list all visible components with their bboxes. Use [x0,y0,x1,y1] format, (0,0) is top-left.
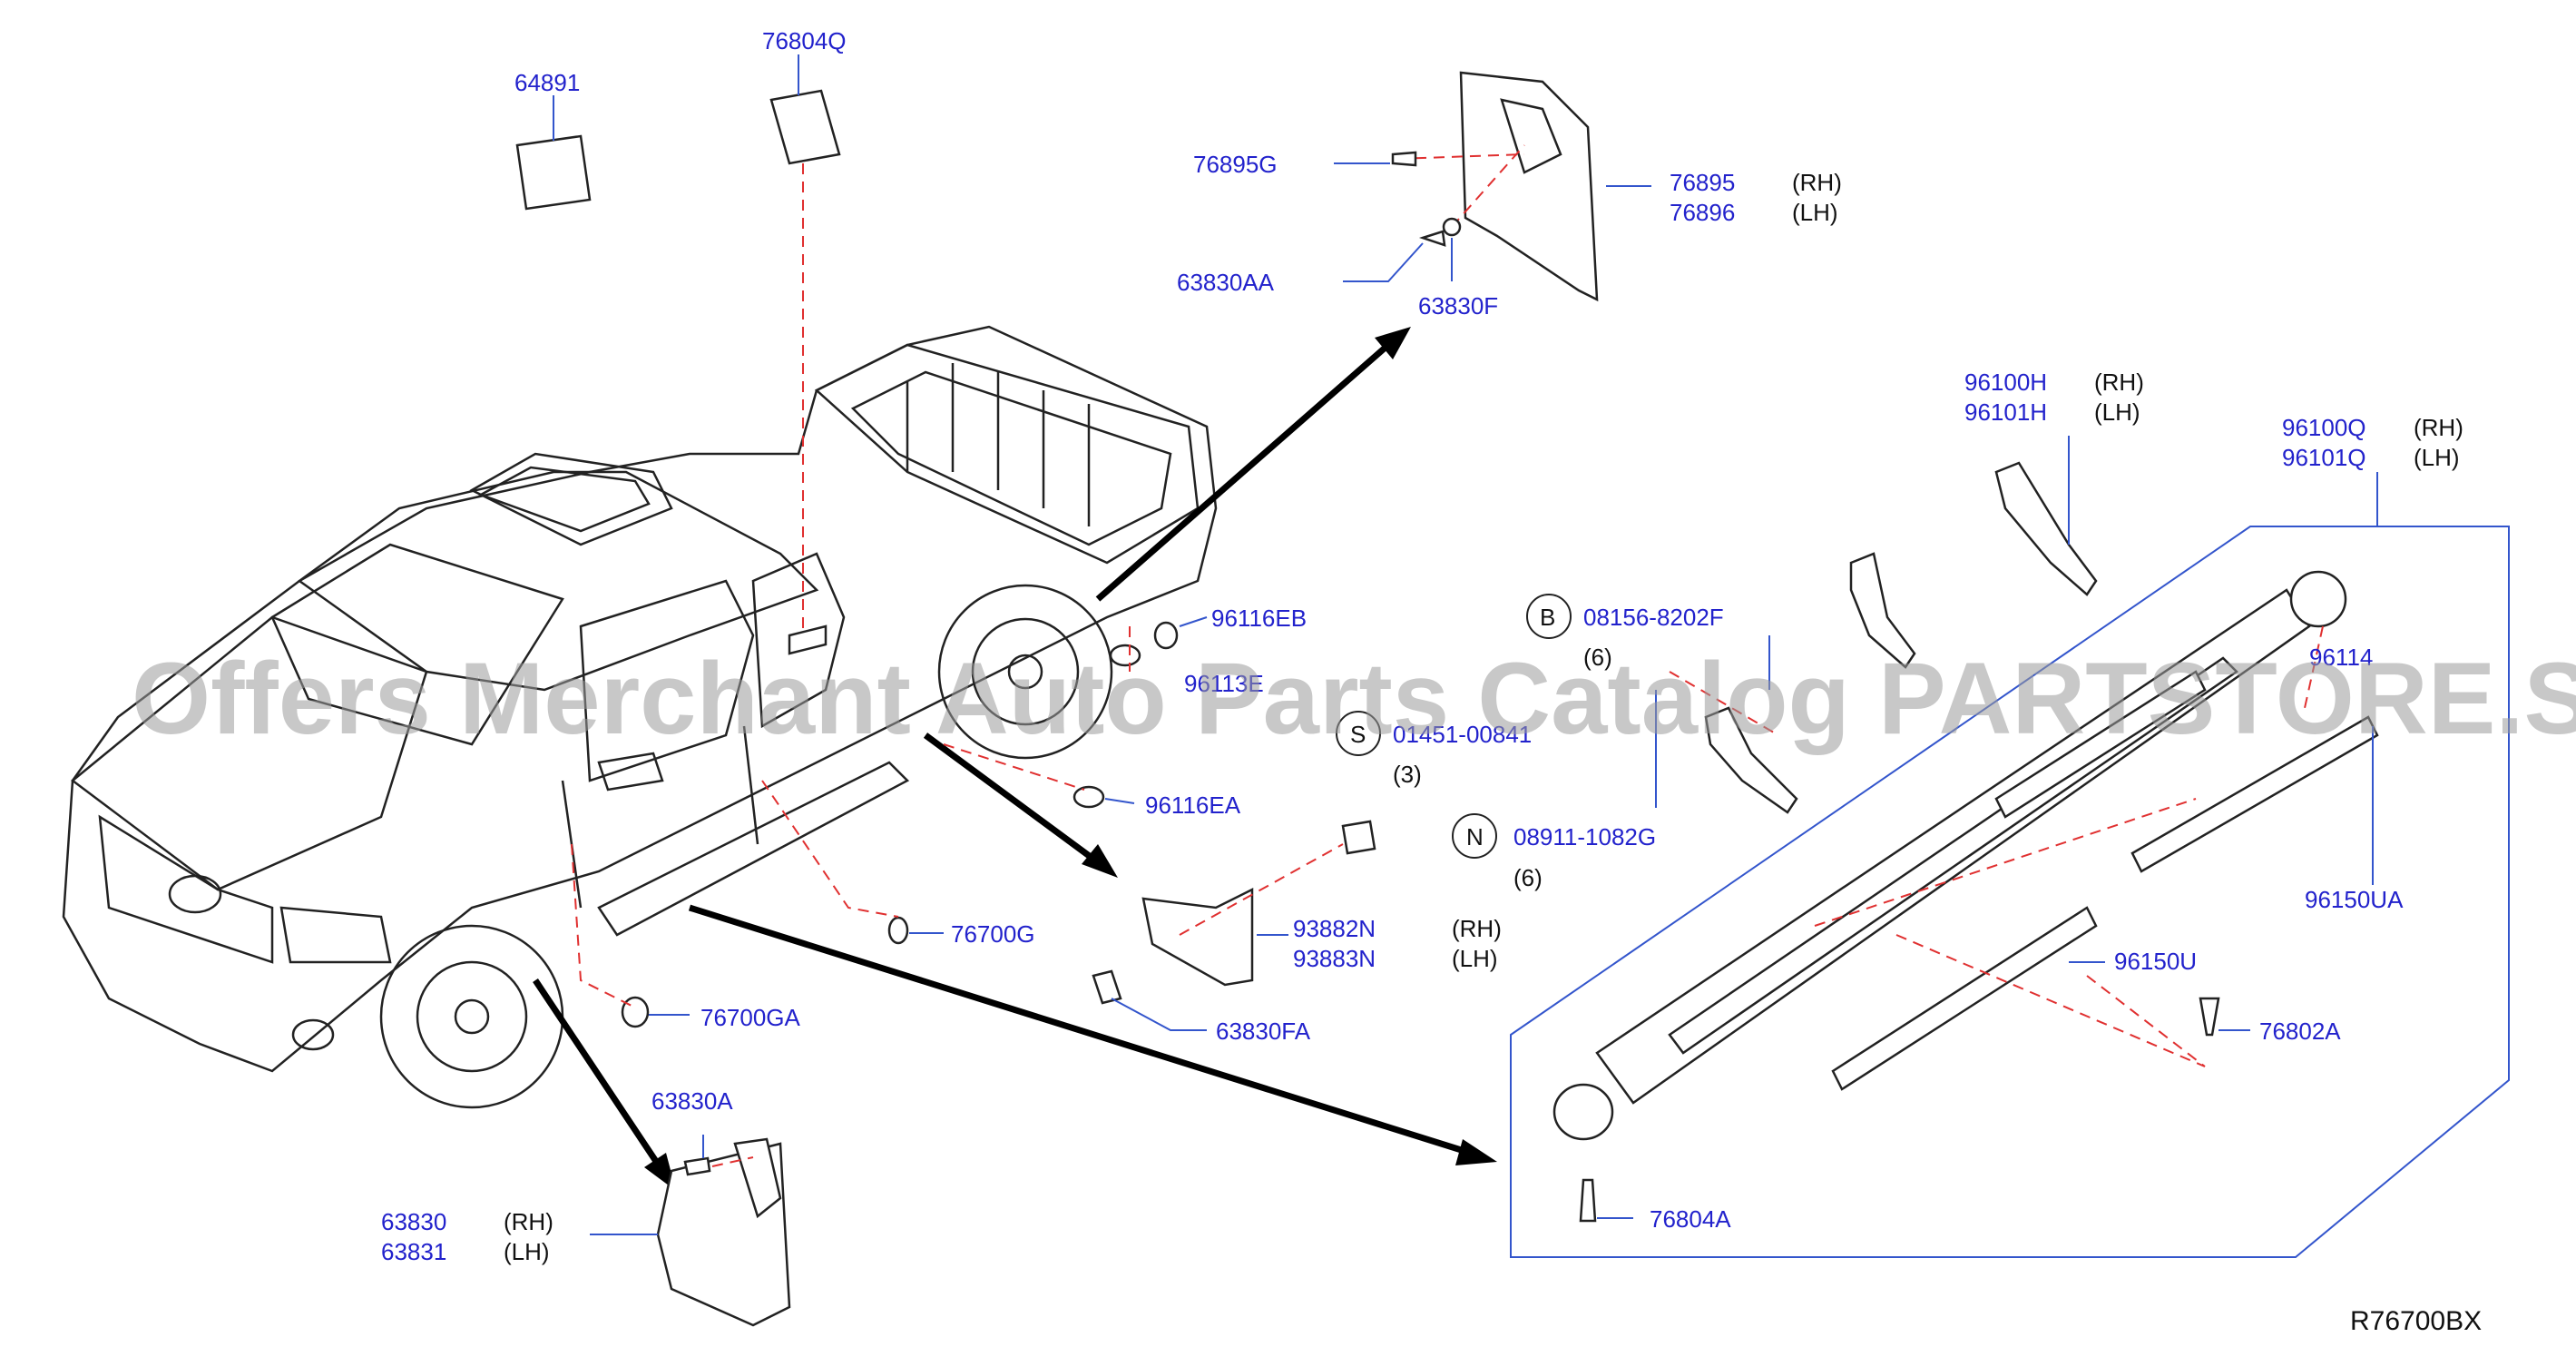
symbol-n-letter: N [1466,823,1484,850]
label-76804a: 76804A [1650,1205,1731,1233]
label-96116eb: 96116EB [1211,605,1307,632]
label-76804q: 76804Q [762,27,847,54]
running-board-box [1510,472,2510,1258]
label-76895g: 76895G [1193,151,1278,178]
side-63830: (RH) [504,1208,553,1235]
symbol-b [1526,594,1572,639]
label-63830aa: 63830AA [1177,269,1275,296]
label-96101h: 96101H [1964,398,2047,426]
side-96101q: (LH) [2414,444,2460,471]
label-96100h: 96100H [1964,369,2047,396]
label-63830f: 63830F [1418,292,1498,320]
label-93883n: 93883N [1293,945,1376,972]
label-96100q: 96100Q [2282,414,2366,441]
part-bracket-a [1849,552,1916,669]
symbol-n [1452,813,1497,859]
label-96150ua: 96150UA [2305,886,2404,913]
label-96114: 96114 [2309,644,2373,671]
label-01451: 01451-00841 [1393,721,1532,748]
label-96150u: 96150U [2114,948,2197,975]
label-63830fa: 63830FA [1216,1018,1311,1045]
part-96116eb [1109,616,1208,672]
watermark: Offers Merchant Auto Parts Catalog PARTS… [132,642,2576,755]
side-63831: (LH) [504,1238,550,1265]
label-96116ea: 96116EA [1145,791,1241,819]
label-76802a: 76802A [2259,1018,2341,1045]
qty-08911: (6) [1513,864,1543,891]
label-08156: 08156-8202F [1583,604,1724,631]
side-96100q: (RH) [2414,414,2463,441]
part-bracket-b [1655,635,1798,814]
qty-08156: (6) [1583,644,1612,671]
part-mudflap-63830 [590,1135,791,1327]
side-76895: (RH) [1792,169,1842,196]
label-63830: 63830 [381,1208,446,1235]
label-63830a: 63830A [651,1087,733,1115]
symbol-s [1336,711,1381,756]
side-96100h: (RH) [2094,369,2144,396]
part-96116ea [943,743,1135,809]
side-76896: (LH) [1792,199,1838,226]
label-63831: 63831 [381,1238,446,1265]
truck-illustration [62,325,1218,1109]
side-93882n: (RH) [1452,915,1502,942]
label-96113e: 96113E [1184,670,1264,697]
symbol-b-letter: B [1540,604,1555,631]
qty-01451: (3) [1393,761,1422,788]
label-64891: 64891 [514,69,580,96]
label-76700ga: 76700GA [700,1004,801,1031]
part-bracket-96100h [1994,436,2098,596]
side-96101h: (LH) [2094,398,2140,426]
side-93883n: (LH) [1452,945,1498,972]
part-mudflap-76895 [1334,71,1651,302]
part-mudflap-93882n [1092,820,1376,1031]
label-96101q: 96101Q [2282,444,2366,471]
label-08911: 08911-1082G [1513,823,1656,850]
label-93882n: 93882N [1293,915,1376,942]
part-76804q [769,54,841,635]
part-76700g [571,780,944,1028]
symbol-s-letter: S [1350,721,1366,748]
part-labels: 64891 76804Q 76895G 76895 (RH) 76896 (LH… [381,27,2482,1336]
part-64891 [515,95,592,211]
label-76895: 76895 [1670,169,1735,196]
part-running-board [1552,570,2379,1223]
label-76700g: 76700G [951,920,1035,948]
label-76896: 76896 [1670,199,1735,226]
diagram-reference: R76700BX [2350,1306,2482,1336]
callout-arrows [533,327,1497,1191]
